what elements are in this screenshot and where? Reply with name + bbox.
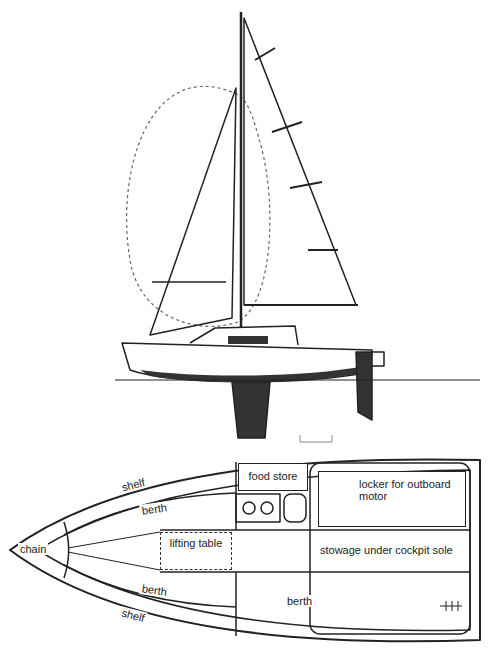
chain-locker-bulkhead — [64, 522, 69, 578]
spinnaker-outline — [127, 86, 270, 326]
cockpit-outline — [310, 463, 470, 634]
stove — [236, 494, 280, 522]
compartment-label: locker for outboard motor — [359, 478, 461, 502]
outboard-bracket — [372, 352, 384, 366]
part-label: chain — [18, 543, 48, 555]
spinnaker-pole — [152, 281, 226, 283]
cabin-window — [228, 336, 268, 344]
mast — [240, 12, 243, 335]
storage-box: lifting table — [160, 532, 232, 570]
stove-burner — [261, 502, 273, 514]
keel — [232, 382, 270, 438]
deck-inner-outline — [38, 470, 470, 631]
compartment-label: food store — [241, 470, 305, 482]
cabin-top — [190, 326, 298, 345]
part-label: stowage under cockpit sole — [318, 544, 455, 556]
compartment-label: lifting table — [167, 537, 225, 549]
bulkhead — [235, 572, 237, 636]
hull — [122, 343, 372, 382]
base-mark — [300, 435, 332, 442]
sole-edge — [160, 571, 470, 573]
toilet — [284, 494, 306, 522]
stern-fitting — [440, 601, 462, 611]
sole-edge — [160, 529, 470, 531]
part-label: berth — [285, 595, 314, 607]
part-label: shelf — [119, 476, 148, 494]
rudder — [356, 352, 372, 420]
jib — [150, 88, 236, 335]
mainsail — [244, 18, 356, 305]
boom — [244, 304, 358, 306]
waterline — [115, 380, 480, 381]
hull-plan — [10, 459, 480, 641]
berth-line — [68, 532, 160, 548]
storage-box: locker for outboard motor — [318, 471, 466, 527]
stove-burner — [243, 502, 255, 514]
battens — [255, 48, 338, 250]
storage-box: food store — [238, 463, 308, 491]
part-label: shelf — [119, 606, 148, 624]
berth-edge — [64, 493, 236, 535]
part-label: berth — [139, 501, 169, 517]
berth-line — [68, 552, 160, 570]
